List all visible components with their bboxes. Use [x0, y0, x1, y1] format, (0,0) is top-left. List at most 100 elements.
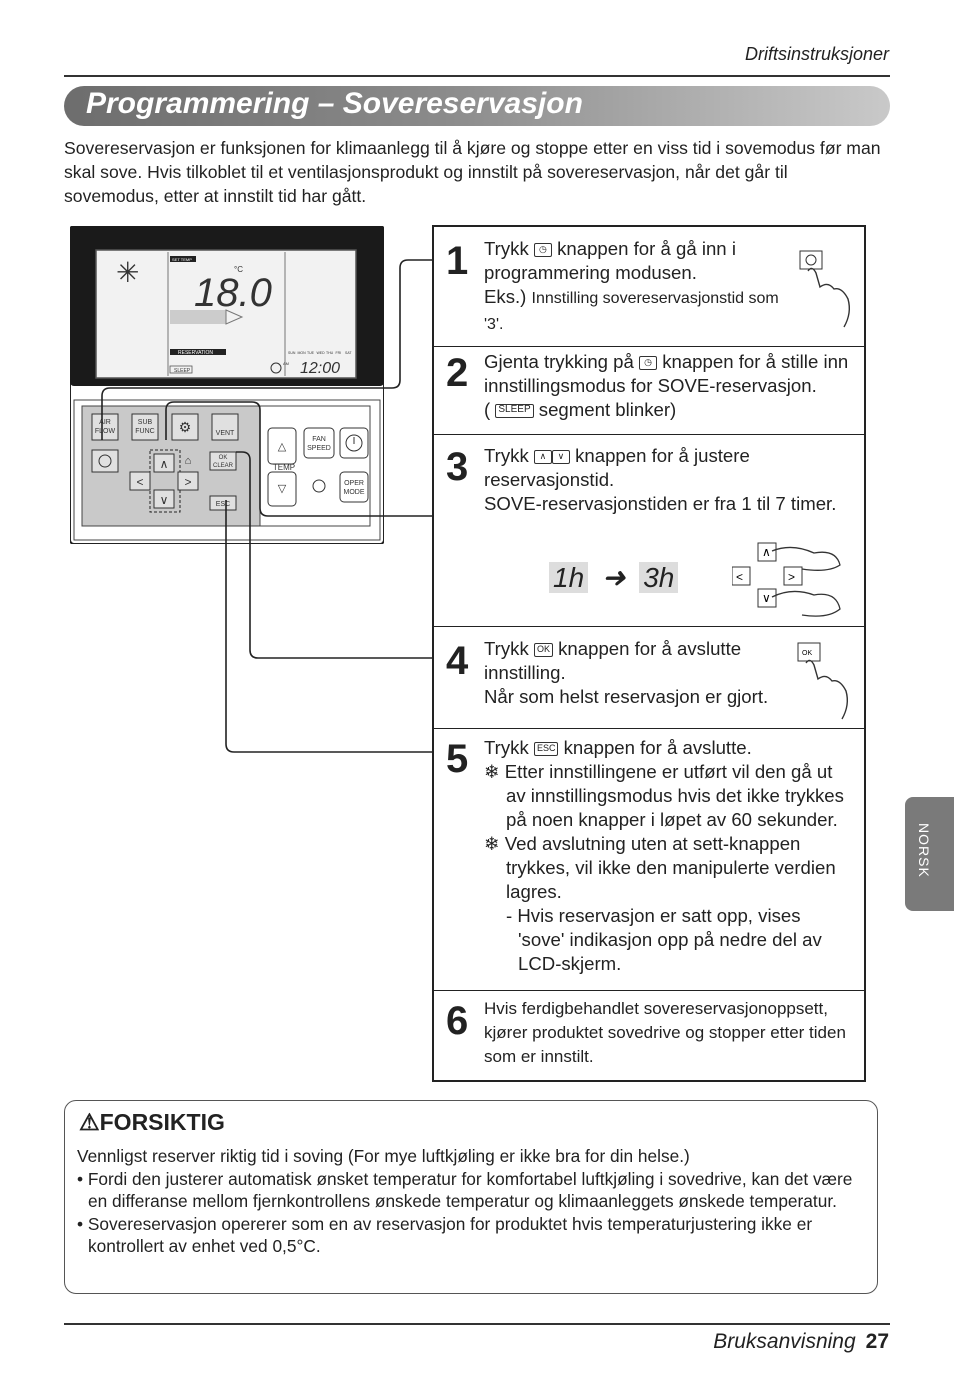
caution-box: ⚠FORSIKTIG Vennligst reserver riktig tid… — [64, 1100, 878, 1294]
hands-pressing-arrows-icon: < ∧ > ∨ — [732, 542, 841, 617]
timer-button-icon: ◷ — [639, 356, 658, 371]
step-text: knappen for å avslutte — [558, 638, 742, 659]
lcd-set-temp-label: SET TEMP — [172, 257, 192, 262]
btn-sub-func-2: FUNC — [135, 428, 154, 435]
step-2: 2 Gjenta trykking på ◷ knappen for å sti… — [434, 346, 864, 435]
footer: Bruksanvisning 27 — [713, 1330, 889, 1354]
lcd-screen: ✳ SET TEMP 18.0 °C RESERVATION SLEEP AM … — [95, 249, 357, 379]
lcd-weekday-sat: SAT — [345, 351, 352, 355]
note-text: Ved avslutning uten at sett-knappen tryk… — [504, 833, 836, 902]
lcd-value-to: 3h — [639, 562, 679, 593]
step-text: Hvis ferdigbehandlet sovereservasjonopps… — [484, 999, 846, 1066]
step-text: knappen for å justere reservasjonstid. — [484, 445, 750, 490]
btn-fan-2: SPEED — [307, 445, 331, 452]
language-tab: NORSK — [905, 797, 954, 911]
lcd-weekday-thu: THU — [326, 351, 334, 355]
esc-button-icon: ESC — [533, 742, 559, 757]
lcd-weekday-wed: WED — [317, 351, 326, 355]
step-text: knappen for å gå inn i programmering mod… — [484, 238, 736, 283]
step-text: Gjenta trykking på — [484, 351, 634, 372]
svg-text:OK: OK — [802, 650, 812, 657]
timer-button-icon: ◷ — [533, 243, 552, 258]
lcd-sleep-label: SLEEP — [174, 368, 191, 374]
down-arrow-icon: ∨ — [551, 450, 570, 465]
ok-clear-button-icon: OK — [533, 643, 553, 658]
caution-title: FORSIKTIG — [99, 1109, 225, 1135]
svg-text:∨: ∨ — [762, 591, 771, 605]
temp-down-icon: ▽ — [278, 483, 287, 495]
right-arrow-icon: > — [184, 475, 191, 489]
up-arrow-icon: ∧ — [160, 457, 169, 471]
step-number: 3 — [446, 445, 469, 489]
step-number: 5 — [446, 737, 469, 781]
step-number: 2 — [446, 351, 469, 395]
fan-snowflake-icon: ✳ — [116, 257, 139, 288]
lcd-temp-unit: °C — [234, 265, 243, 274]
arrow-right-icon: ➜ — [601, 562, 626, 593]
btn-air-flow-1: AIR — [99, 419, 111, 426]
step-text: Trykk — [484, 238, 529, 259]
lcd-weekday-fri: FRI — [336, 351, 342, 355]
caution-bullet: • Fordi den justerer automatisk ønsket t… — [77, 1168, 853, 1212]
btn-clear: CLEAR — [213, 463, 234, 469]
remote-controller-illustration: ✳ SET TEMP 18.0 °C RESERVATION SLEEP AM … — [70, 226, 384, 544]
step-3: 3 Trykk ∧∨ knappen for å justere reserva… — [434, 434, 864, 627]
step-number: 1 — [446, 239, 469, 283]
lcd-temp: 18.0 — [194, 271, 272, 315]
paren: ( — [484, 399, 491, 420]
btn-oper-1: OPER — [344, 480, 364, 487]
steps-panel: 1 Trykk ◷ knappen for å gå inn i program… — [432, 225, 866, 1082]
warning-triangle-icon: ⚠ — [79, 1109, 100, 1135]
section-header: Driftsinstruksjoner — [744, 44, 889, 64]
footer-label: Bruksanvisning — [713, 1330, 856, 1353]
language-tab-label: NORSK — [916, 823, 932, 878]
pointing-hand-icon: OK — [797, 642, 849, 720]
step-text: innstilling. — [484, 662, 566, 683]
step-text: Trykk — [484, 445, 529, 466]
btn-sub-func-1: SUB — [138, 419, 153, 426]
bottom-rule — [64, 1323, 890, 1325]
top-rule — [64, 75, 890, 77]
page-number: 27 — [865, 1330, 889, 1353]
btn-vent: VENT — [216, 430, 235, 437]
step-number: 6 — [446, 999, 469, 1043]
lcd-clock: 12:00 — [300, 360, 340, 377]
subnote-text: - Hvis reservasjon er satt opp, vises 's… — [506, 905, 822, 974]
page-title: Programmering – Sovereservasjon — [86, 87, 583, 120]
pointing-hand-icon — [799, 250, 851, 328]
svg-text:∧: ∧ — [762, 545, 771, 559]
left-arrow-icon: < — [136, 475, 143, 489]
intro-paragraph: Sovereservasjon er funksjonen for klimaa… — [64, 138, 881, 206]
btn-fan-1: FAN — [312, 436, 326, 443]
step-text: segment blinker) — [538, 399, 677, 420]
step-text: knappen for å avslutte. — [563, 737, 752, 758]
step-6: 6 Hvis ferdigbehandlet sovereservasjonop… — [434, 990, 864, 1081]
example-text: Innstilling sovereservasjonstid som '3'. — [484, 290, 779, 333]
step-text: SOVE-reservasjonstiden er fra 1 til 7 ti… — [484, 493, 837, 514]
up-arrow-icon: ∧ — [533, 450, 552, 465]
btn-temp: TEMP — [273, 463, 295, 472]
lcd-am-label: AM — [283, 361, 289, 366]
btn-esc: ESC — [216, 501, 230, 508]
lcd-value-from: 1h — [549, 562, 589, 593]
step-text: Når som helst reservasjon er gjort. — [484, 686, 769, 707]
sleep-segment-icon: SLEEP — [495, 404, 534, 419]
lcd-weekday-mon: MON — [298, 351, 307, 355]
lcd-reservation-label: RESERVATION — [178, 350, 213, 356]
timer-clock-icon — [98, 454, 112, 468]
home-icon: ⌂ — [185, 455, 192, 467]
step-number: 4 — [446, 639, 469, 683]
btn-oper-2: MODE — [344, 489, 365, 496]
lcd-weekday-sun: SUN — [288, 351, 296, 355]
note-icon: ❄ — [484, 833, 505, 854]
step-text: knappen for å stille inn innstillingsmod… — [484, 351, 849, 396]
note-text: Etter innstillingene er utført vil den g… — [504, 761, 844, 830]
caution-bullet: • Sovereservasjon opererer som en av res… — [77, 1213, 813, 1257]
down-arrow-icon: ∨ — [160, 493, 169, 507]
step-4: 4 Trykk OK knappen for å avslutte innsti… — [434, 626, 864, 729]
btn-ok: OK — [219, 455, 228, 461]
lcd-weekday-tue: TUE — [307, 351, 315, 355]
svg-text:<: < — [736, 570, 743, 584]
step-text: Trykk — [484, 638, 529, 659]
svg-text:>: > — [788, 570, 795, 584]
